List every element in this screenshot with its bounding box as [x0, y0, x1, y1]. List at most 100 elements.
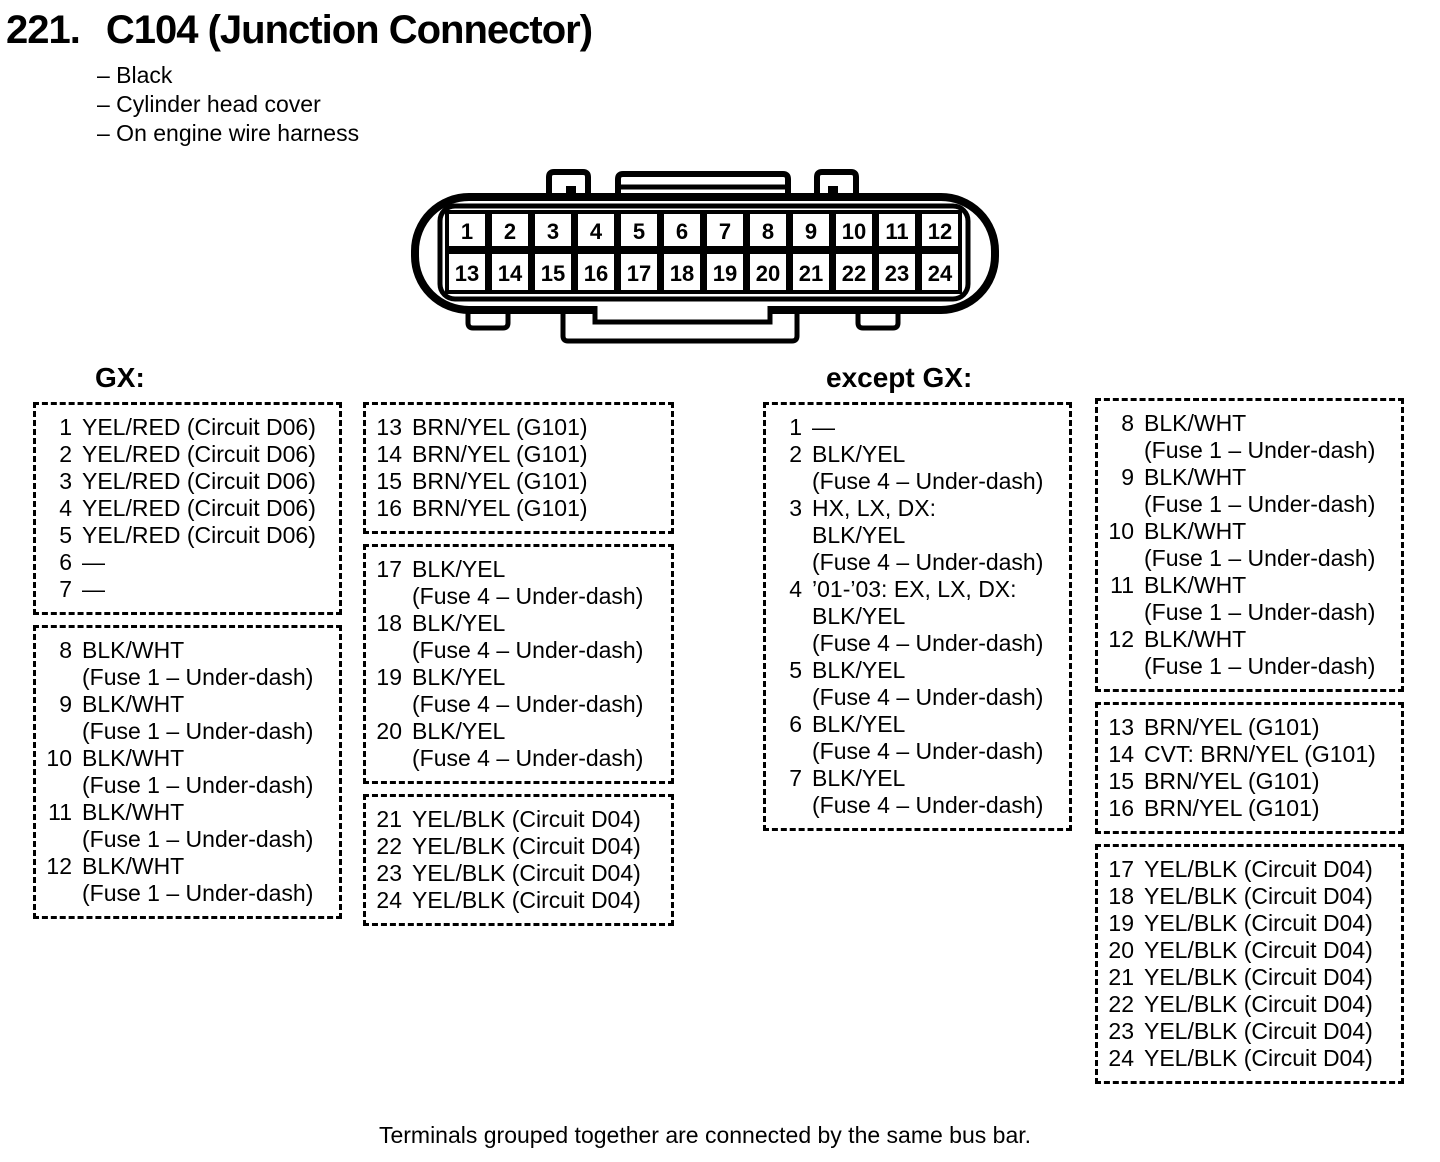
pin-entry: 4’01-’03: EX, LX, DX:BLK/YEL(Fuse 4 – Un…: [766, 576, 1065, 657]
pin-entry: 19 YEL/BLK (Circuit D04): [1098, 910, 1397, 937]
pin-number: 4: [59, 495, 72, 521]
pin-cell: [574, 210, 618, 250]
pin-cell-number: 18: [670, 261, 694, 286]
pin-cell-number: 20: [756, 261, 780, 286]
connector-top-left-tab: [546, 169, 591, 200]
pin-cell: [574, 250, 618, 294]
pin-description: YEL/RED (Circuit D06): [82, 468, 316, 495]
pin-description: BLK/WHT(Fuse 1 – Under-dash): [82, 799, 313, 853]
pin-number: 8: [1121, 410, 1134, 436]
pin-description: BLK/WHT(Fuse 1 – Under-dash): [82, 691, 313, 745]
pin-description: YEL/BLK (Circuit D04): [412, 887, 641, 914]
pin-description-line: (Fuse 1 – Under-dash): [82, 772, 314, 798]
pin-description: YEL/BLK (Circuit D04): [1144, 937, 1373, 964]
pin-number: 1: [789, 414, 802, 440]
pin-number: 15: [1108, 768, 1134, 794]
pin-cell-number: 1: [461, 219, 473, 244]
pin-cell: [746, 210, 790, 250]
pin-description-line: YEL/BLK (Circuit D04): [1144, 856, 1373, 882]
pin-number: 6: [59, 549, 72, 575]
pin-description-line: YEL/RED (Circuit D06): [82, 441, 316, 467]
bus-bar-note: Terminals grouped together are connected…: [378, 1122, 1032, 1148]
pin-entry: 1—: [766, 414, 1065, 441]
pin-number: 24: [376, 887, 402, 913]
connector-bottom-center-slot: [592, 306, 773, 325]
pin-number: 13: [376, 414, 402, 440]
pin-description-line: BRN/YEL (G101): [412, 414, 588, 440]
pin-description: CVT: BRN/YEL (G101): [1144, 741, 1376, 768]
pin-cell: [703, 210, 747, 250]
pin-description-line: (Fuse 4 – Under-dash): [412, 637, 644, 663]
pin-cell: [703, 250, 747, 294]
pin-description-line: (Fuse 4 – Under-dash): [812, 684, 1044, 710]
section-label-gx: GX:: [95, 362, 145, 393]
pin-cell: [617, 210, 661, 250]
pin-number: 16: [376, 495, 402, 521]
pin-description-line: BRN/YEL (G101): [1144, 714, 1320, 740]
connector-top-right-tab: [814, 169, 859, 200]
pin-description-line: YEL/BLK (Circuit D04): [1144, 1045, 1373, 1071]
pin-description: BLK/YEL(Fuse 4 – Under-dash): [812, 441, 1043, 495]
pin-cell: [875, 210, 919, 250]
pin-description: YEL/BLK (Circuit D04): [1144, 910, 1373, 937]
pin-description-line: (Fuse 1 – Under-dash): [82, 718, 314, 744]
pin-number: 14: [1108, 741, 1134, 767]
pin-description-line: (Fuse 1 – Under-dash): [1144, 545, 1376, 571]
pin-cell: [875, 250, 919, 294]
pin-description-line: YEL/BLK (Circuit D04): [1144, 1018, 1373, 1044]
pin-description: YEL/BLK (Circuit D04): [1144, 991, 1373, 1018]
pin-description: YEL/BLK (Circuit D04): [412, 806, 641, 833]
pin-description: BRN/YEL (G101): [412, 414, 588, 441]
pin-number: 19: [1108, 910, 1134, 936]
pin-number: 9: [59, 691, 72, 717]
pin-description-line: BLK/YEL: [812, 522, 906, 548]
pin-cell: [617, 250, 661, 294]
pin-number: 10: [1108, 518, 1134, 544]
note-color: – Black: [97, 62, 173, 88]
pin-cell-number: 5: [633, 219, 645, 244]
pin-description: YEL/RED (Circuit D06): [82, 441, 316, 468]
pin-description: YEL/BLK (Circuit D04): [1144, 856, 1373, 883]
pin-description: BLK/YEL(Fuse 4 – Under-dash): [412, 718, 643, 772]
pin-description: BRN/YEL (G101): [1144, 768, 1320, 795]
pin-number: 8: [59, 637, 72, 663]
pin-number: 20: [376, 718, 402, 744]
pin-number: 3: [789, 495, 802, 521]
pin-cell-number: 8: [762, 219, 774, 244]
pin-number: 1: [59, 414, 72, 440]
pin-description-line: BLK/YEL: [412, 664, 506, 690]
pin-cell-number: 3: [547, 219, 559, 244]
pin-description-line: HX, LX, DX:: [812, 495, 936, 521]
pin-description-line: (Fuse 1 – Under-dash): [82, 664, 314, 690]
pin-number: 5: [789, 657, 802, 683]
pin-entry: 19 BLK/YEL(Fuse 4 – Under-dash): [366, 664, 667, 718]
pin-description-line: BLK/YEL: [812, 441, 906, 467]
pin-description: BLK/WHT(Fuse 1 – Under-dash): [82, 745, 313, 799]
pin-description-line: BLK/YEL: [412, 718, 506, 744]
pin-description-line: BRN/YEL (G101): [412, 495, 588, 521]
pin-description-line: BLK/YEL: [812, 765, 906, 791]
pin-cell: [531, 250, 575, 294]
pin-number: 20: [1108, 937, 1134, 963]
pin-entry: 13 BRN/YEL (G101): [366, 414, 667, 441]
pin-description: BRN/YEL (G101): [412, 495, 588, 522]
pin-description: —: [812, 414, 835, 441]
pin-description-line: BRN/YEL (G101): [412, 468, 588, 494]
pin-number: 19: [376, 664, 402, 690]
pin-entry: 4 YEL/RED (Circuit D06): [36, 495, 335, 522]
pin-description: BRN/YEL (G101): [1144, 714, 1320, 741]
pin-cell: [918, 210, 962, 250]
pin-description-line: (Fuse 4 – Under-dash): [412, 691, 644, 717]
pin-description-line: YEL/RED (Circuit D06): [82, 495, 316, 521]
